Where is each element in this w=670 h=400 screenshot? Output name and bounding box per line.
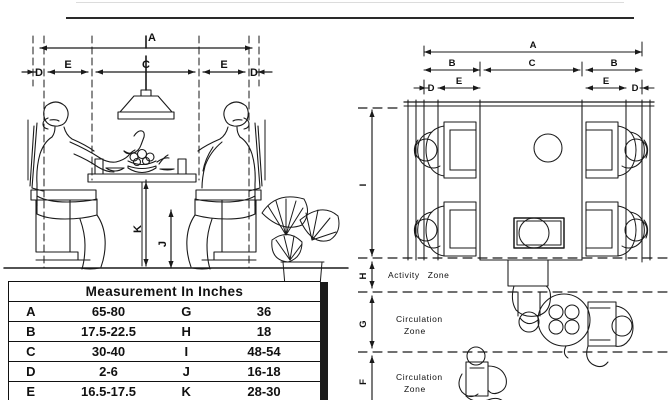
row-value-left: 2-6 — [52, 361, 165, 382]
dim-label-K-elevation: K — [132, 225, 144, 233]
row-key-right: H — [164, 321, 209, 342]
dim-label-D-right-elevation: D — [250, 67, 258, 79]
row-value-left: 17.5-22.5 — [52, 321, 165, 342]
table-body: A 65-80 G 36 B 17.5-22.5 H 18 C 30-40 I … — [9, 301, 320, 400]
dim-label-C-elevation: C — [142, 59, 150, 71]
row-value-left: 65-80 — [52, 301, 165, 322]
table-row: C 30-40 I 48-54 — [9, 341, 320, 362]
elevation-drawing: A D E C E D K J — [3, 32, 349, 286]
table-row: E 16.5-17.5 K 28-30 — [9, 381, 320, 400]
row-key-left: D — [9, 361, 53, 382]
row-value-right: 28-30 — [208, 381, 320, 400]
row-key-left: B — [9, 321, 53, 342]
dim-label-H-plan: H — [358, 272, 369, 279]
table-row: B 17.5-22.5 H 18 — [9, 321, 320, 342]
row-key-left: C — [9, 341, 53, 362]
dim-label-E-left-plan: E — [456, 76, 462, 87]
table-row: A 65-80 G 36 — [9, 301, 320, 322]
row-key-right: I — [164, 341, 209, 362]
dim-label-B-right-plan: B — [611, 58, 618, 69]
row-value-left: 16.5-17.5 — [52, 381, 165, 400]
measurement-table: Measurement In Inches A 65-80 G 36 B 17.… — [8, 281, 328, 400]
row-key-right: G — [164, 301, 209, 322]
dim-label-A-plan: A — [530, 40, 537, 51]
row-value-right: 16-18 — [208, 361, 320, 382]
dim-label-D-right-plan: D — [632, 83, 639, 94]
top-rule-faint — [76, 2, 624, 3]
dim-label-A-elevation: A — [148, 32, 156, 44]
dim-label-I-plan: I — [358, 184, 369, 187]
dim-label-J-elevation: J — [157, 241, 169, 247]
table-header-title: Measurement In Inches — [9, 282, 320, 302]
dim-label-B-left-plan: B — [449, 58, 456, 69]
dim-label-D-left-elevation: D — [35, 67, 43, 79]
dim-label-E-right-elevation: E — [220, 59, 227, 71]
dim-label-E-left-elevation: E — [64, 59, 71, 71]
top-rule — [66, 17, 634, 19]
table-drop-shadow — [320, 282, 328, 400]
row-key-left: E — [9, 381, 53, 400]
dim-label-D-left-plan: D — [428, 83, 435, 94]
row-key-right: K — [164, 381, 209, 400]
row-value-right: 18 — [208, 321, 320, 342]
dim-label-C-plan: C — [529, 58, 536, 69]
table-row: D 2-6 J 16-18 — [9, 361, 320, 382]
row-value-right: 36 — [208, 301, 320, 322]
row-value-left: 30-40 — [52, 341, 165, 362]
row-value-right: 48-54 — [208, 341, 320, 362]
row-key-right: J — [164, 361, 209, 382]
dim-label-G-plan: G — [358, 320, 369, 327]
dim-label-E-right-plan: E — [603, 76, 609, 87]
row-key-left: A — [9, 301, 53, 322]
dim-label-F-plan: F — [358, 379, 369, 385]
